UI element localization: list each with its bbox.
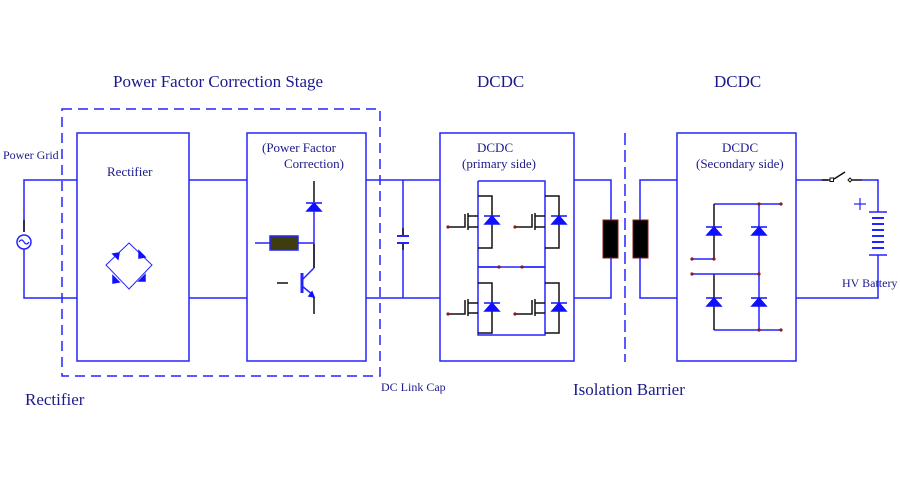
bridge-rectifier-icon	[105, 242, 153, 290]
rectifier-box-label: Rectifier	[107, 164, 153, 179]
mosfet-switch-q3	[446, 282, 501, 334]
dcdc-secondary-label-line2: (Secondary side)	[696, 156, 784, 171]
pfc-diode-icon	[305, 201, 323, 212]
isolation-barrier-label: Isolation Barrier	[573, 380, 685, 399]
rectifier-block: Rectifier	[76, 132, 190, 362]
dcdc-secondary-block: DCDC (Secondary side)	[676, 132, 797, 362]
pfc-transistor-icon	[277, 267, 316, 314]
pfc-block: (Power Factor Correction)	[246, 132, 367, 362]
power-grid-label: Power Grid	[3, 148, 59, 162]
mosfet-switch-q1	[446, 195, 501, 249]
dcdc-primary-label-line2: (primary side)	[462, 156, 536, 171]
contactor-switch-icon	[796, 171, 879, 212]
dcdc-primary-block: DCDC (primary side)	[439, 132, 575, 362]
mosfet-switch-q4	[513, 282, 568, 334]
transformer-secondary-winding	[632, 219, 649, 259]
pfc-inductor-icon	[269, 235, 299, 251]
grid-wire-bottom	[23, 249, 77, 299]
dcdc-secondary-label-line1: DCDC	[722, 140, 758, 155]
dc-link-capacitor-icon	[397, 180, 409, 298]
pfc-stage-boundary	[61, 108, 381, 377]
dcdc-primary-label-line1: DCDC	[477, 140, 513, 155]
pfc-box-label-line2: Correction)	[284, 156, 344, 171]
grid-wire-top	[23, 179, 77, 232]
dc-link-cap-label: DC Link Cap	[381, 380, 446, 394]
isolation-transformer	[574, 179, 677, 299]
pfc-stage-title: Power Factor Correction Stage	[113, 72, 323, 91]
power-grid-source: Power Grid	[3, 148, 77, 299]
rectifier-bottom-label: Rectifier	[25, 390, 85, 409]
transformer-primary-winding	[602, 219, 619, 259]
hv-battery-icon	[796, 198, 887, 299]
dcdc-secondary-stage-title: DCDC	[714, 72, 761, 91]
hv-battery-label: HV Battery	[842, 276, 897, 290]
secondary-diode-bridge	[690, 202, 783, 332]
mosfet-switch-q2	[513, 195, 568, 249]
dcdc-primary-stage-title: DCDC	[477, 72, 524, 91]
pfc-box-label-line1: (Power Factor	[262, 140, 337, 155]
